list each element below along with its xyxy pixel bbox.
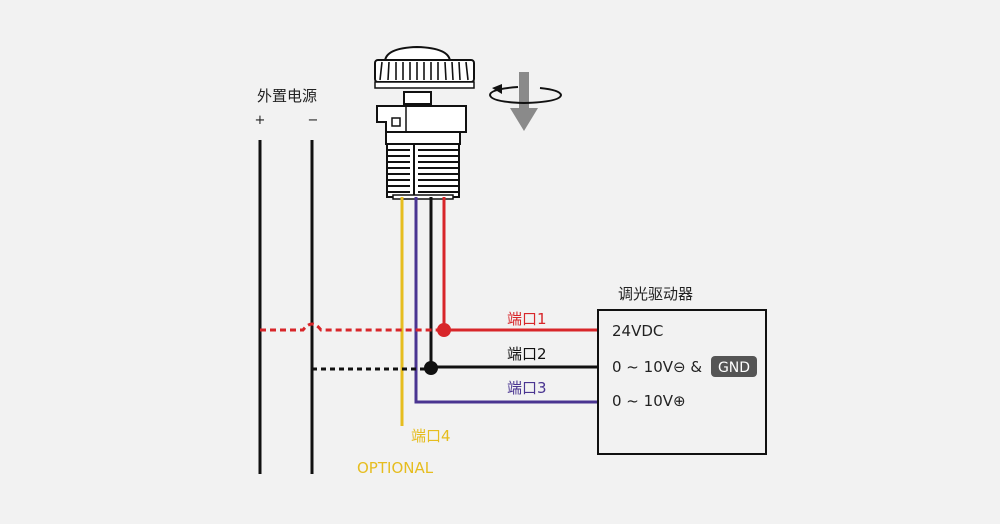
driver-24vdc: 24VDC <box>612 322 663 340</box>
rotate-push-arrow-icon <box>488 72 563 131</box>
power-plus-label: + <box>255 113 266 128</box>
port1-label: 端口1 <box>507 310 547 328</box>
wire-port2 <box>429 197 598 369</box>
power-minus-label: − <box>308 113 319 128</box>
optional-label: OPTIONAL <box>357 459 434 477</box>
wire-port1-dashed-link <box>260 322 444 332</box>
port4-label: 端口4 <box>411 427 451 445</box>
dimmer-knob <box>374 45 475 200</box>
gnd-badge <box>711 356 757 377</box>
driver-0-10v-minus: 0 ~ 10V⊖ & <box>612 358 702 376</box>
port2-junction <box>424 361 438 375</box>
gnd-badge-text: GND <box>718 360 750 376</box>
port1-junction <box>437 323 451 337</box>
wire-port3 <box>414 197 598 404</box>
port2-label: 端口2 <box>507 345 547 363</box>
driver-title: 调光驱动器 <box>618 285 693 303</box>
port3-label: 端口3 <box>507 379 547 397</box>
driver-box <box>597 309 767 455</box>
power-supply-title: 外置电源 <box>257 87 317 105</box>
driver-0-10v-plus: 0 ~ 10V⊕ <box>612 392 686 410</box>
